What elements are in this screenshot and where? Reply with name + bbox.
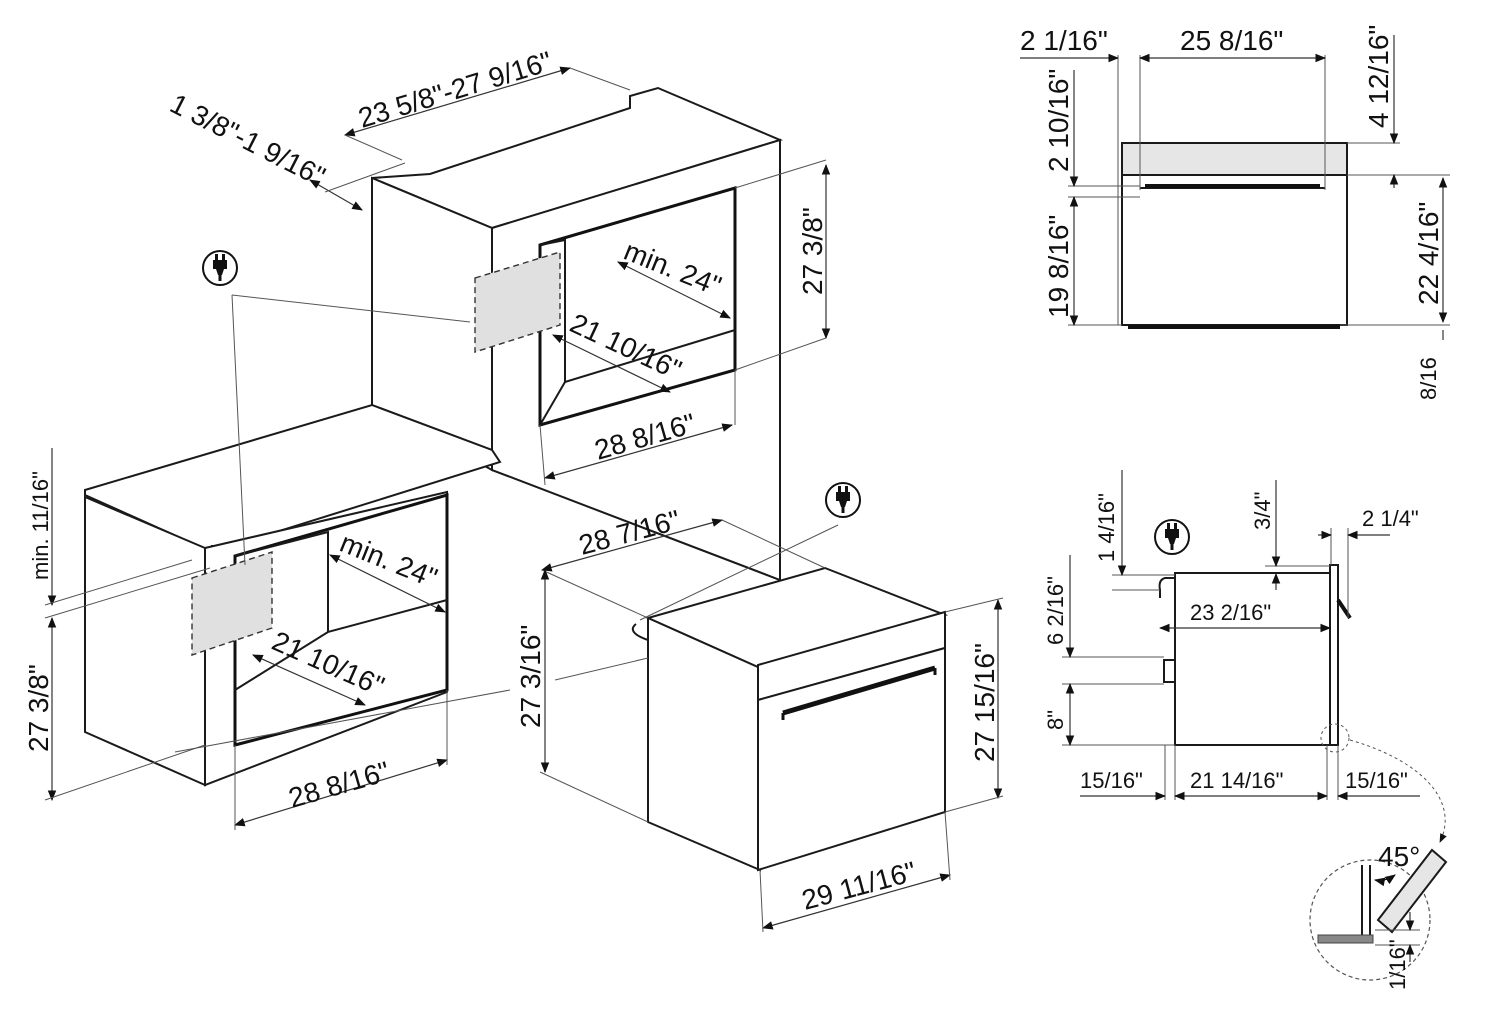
dim-front-door-height: 19 8/16" [1043,215,1074,318]
front-view [1121,142,1348,329]
dim-bottom-cutout-width: 28 8/16" [285,755,393,813]
dim-front-total-height: 22 4/16" [1413,202,1444,305]
svg-text:29 11/16": 29 11/16" [799,856,920,916]
dim-side-body-depth: 21 14/16" [1190,768,1283,793]
svg-text:23 5/8"-27 9/16": 23 5/8"-27 9/16" [355,45,556,133]
dim-top-depth-range: 1 3/8"-1 9/16" [165,88,330,192]
svg-text:4 12/16": 4 12/16" [1363,25,1394,128]
svg-text:27 3/8": 27 3/8" [23,664,54,752]
dim-side-front-gap: 15/16" [1345,768,1408,793]
svg-text:1 4/16": 1 4/16" [1094,493,1119,562]
plug-icon [825,482,861,518]
side-view [1158,564,1352,746]
plug-icon [202,250,238,286]
svg-text:15/16": 15/16" [1080,768,1143,793]
dim-side-top-gap: 1 4/16" [1094,493,1119,562]
svg-text:8": 8" [1043,710,1068,730]
svg-text:25 8/16": 25 8/16" [1180,25,1283,56]
svg-text:1/16": 1/16" [1385,939,1410,990]
svg-text:15/16": 15/16" [1345,768,1408,793]
dim-side-body-depth-top: 23 2/16" [1190,600,1271,625]
dim-oven-front-height: 27 15/16" [969,643,1000,762]
dim-front-bottom-gap: 8/16 [1416,357,1441,400]
dim-door-angle: 45° [1378,841,1420,872]
dim-front-inner-width: 25 8/16" [1180,25,1283,56]
socket-area-top [474,251,561,353]
dim-min-top: min. 11/16" [28,471,53,580]
dim-oven-front-width: 29 11/16" [799,856,920,916]
socket-area-bottom [191,551,273,656]
svg-text:27 3/16": 27 3/16" [515,625,546,728]
dim-door-clearance: 1/16" [1385,939,1410,990]
base-cabinet [84,403,502,787]
svg-text:21 14/16": 21 14/16" [1190,768,1283,793]
dim-bottom-cutout-height: 27 3/8" [23,664,54,752]
svg-text:8/16: 8/16 [1416,357,1441,400]
svg-text:22 4/16": 22 4/16" [1413,202,1444,305]
dim-side-plug-height: 6 2/16" [1043,576,1068,645]
dim-side-rear-gap: 15/16" [1080,768,1143,793]
dim-side-lower-height: 8" [1043,710,1068,730]
svg-text:2 10/16": 2 10/16" [1043,69,1074,172]
svg-text:23 2/16": 23 2/16" [1190,600,1271,625]
dim-front-handle-offset: 2 10/16" [1043,69,1074,172]
dim-oven-body-height: 27 3/16" [515,625,546,728]
svg-text:27 3/8": 27 3/8" [797,207,828,295]
svg-text:2 1/16": 2 1/16" [1020,25,1108,56]
svg-text:45°: 45° [1378,841,1420,872]
dim-side-top-inset: 3/4" [1250,492,1275,530]
svg-text:2 1/4": 2 1/4" [1362,506,1419,531]
oven-unit [631,566,949,872]
svg-text:28 8/16": 28 8/16" [285,755,393,813]
detail-view [1309,848,1448,981]
dim-top-cutout-height: 27 3/8" [797,207,828,295]
plug-icon [1154,519,1190,555]
svg-text:6 2/16": 6 2/16" [1043,576,1068,645]
svg-text:3/4": 3/4" [1250,492,1275,530]
dim-side-handle-depth: 2 1/4" [1362,506,1419,531]
svg-text:min. 11/16": min. 11/16" [28,471,53,580]
svg-text:27 15/16": 27 15/16" [969,643,1000,762]
dim-top-width-range: 23 5/8"-27 9/16" [355,45,556,133]
svg-text:19 8/16": 19 8/16" [1043,215,1074,318]
dim-front-side-offset: 2 1/16" [1020,25,1108,56]
svg-text:1 3/8"-1 9/16": 1 3/8"-1 9/16" [165,88,330,192]
dim-front-top-height: 4 12/16" [1363,25,1394,128]
